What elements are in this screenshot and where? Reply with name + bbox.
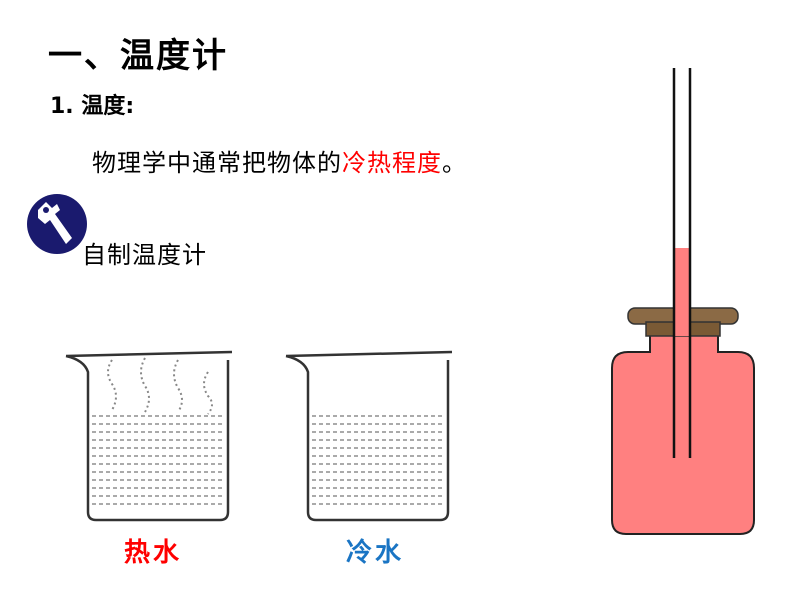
section-label: 温度: (81, 94, 135, 119)
activity-label: 自制温度计 (82, 241, 207, 269)
homemade-thermometer (611, 68, 755, 535)
cold-water (312, 415, 442, 505)
definition-highlight: 冷热程度 (342, 149, 442, 177)
section-heading: 1. 温度: (50, 88, 134, 120)
cold-water-beaker (285, 350, 453, 522)
liquid-column (675, 248, 689, 336)
cold-water-label: 冷水 (346, 538, 405, 568)
definition-suffix: 。 (442, 149, 467, 177)
section-number: 1. (50, 94, 74, 119)
page-title: 一、温度计 (48, 36, 228, 76)
bottle-body (611, 329, 755, 535)
hot-water (92, 415, 222, 505)
definition-prefix: 物理学中通常把物体的 (92, 149, 342, 177)
hot-water-beaker (65, 350, 233, 522)
hot-water-label: 热水 (124, 538, 183, 568)
wrench-icon (27, 194, 87, 254)
glass-tube (672, 68, 692, 458)
steam-lines (107, 357, 213, 415)
definition-text: 物理学中通常把物体的冷热程度。 (92, 143, 467, 178)
